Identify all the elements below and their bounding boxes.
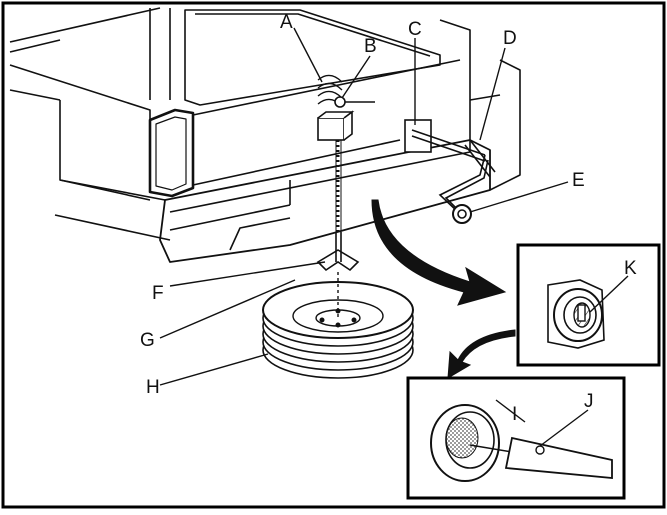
callout-e: E — [572, 170, 585, 191]
callout-a: A — [280, 12, 293, 33]
callout-d: D — [503, 28, 517, 49]
callout-g: G — [140, 330, 155, 351]
inset-ij — [406, 376, 626, 500]
vehicle-rear — [9, 7, 521, 263]
winch-assembly — [317, 74, 496, 232]
callout-j: J — [584, 391, 594, 412]
spare-tire — [262, 272, 414, 379]
tire-retainer — [316, 232, 360, 272]
callout-h: H — [146, 377, 160, 398]
callout-i: I — [512, 404, 517, 425]
leader-lines — [159, 27, 629, 447]
callout-k: K — [624, 258, 637, 279]
callout-c: C — [408, 19, 422, 40]
callout-b: B — [364, 36, 377, 57]
large-arrow — [371, 199, 507, 306]
inset-k — [516, 243, 661, 367]
callout-f: F — [152, 283, 164, 304]
